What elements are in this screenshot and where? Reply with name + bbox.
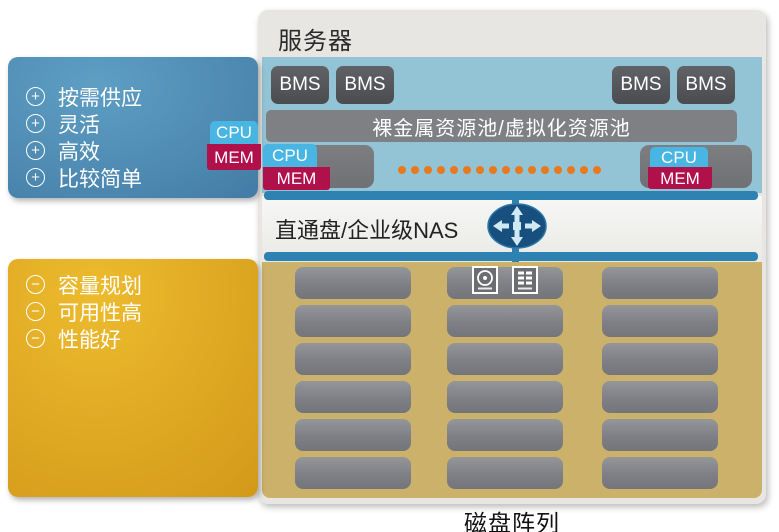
ellipsis-dots: [398, 166, 601, 174]
dot: [489, 166, 497, 174]
cons-item-label: 性能好: [58, 328, 121, 352]
dot: [437, 166, 445, 174]
server-panel: 服务器 BMS BMS BMS BMS 裸金属资源池/虚拟化资源池 直通盘/企业…: [258, 10, 766, 504]
data-table-icon: [512, 266, 538, 294]
disk-drive: [295, 305, 411, 337]
dot: [476, 166, 484, 174]
minus-circle-icon: −: [26, 329, 45, 348]
plus-circle-icon: +: [26, 168, 45, 187]
disk-drive: [447, 305, 563, 337]
dot: [398, 166, 406, 174]
nas-label: 直通盘/企业级NAS: [275, 218, 459, 243]
dot: [541, 166, 549, 174]
pros-item: + 灵活: [26, 110, 258, 137]
bms-row: BMS BMS BMS BMS: [271, 66, 735, 104]
cons-item-label: 可用性高: [58, 301, 142, 325]
dot: [567, 166, 575, 174]
plus-circle-icon: +: [26, 87, 45, 106]
disk-drive: [602, 381, 718, 413]
bms-node: BMS: [336, 66, 394, 104]
cons-item-label: 容量规划: [58, 274, 142, 298]
bms-node: BMS: [612, 66, 670, 104]
disk-column: [447, 267, 563, 489]
optical-disk-icon: [472, 266, 498, 294]
dot: [580, 166, 588, 174]
right-node-chip-stack: CPU MEM: [648, 147, 712, 189]
minus-circle-icon: −: [26, 302, 45, 321]
cons-panel: − 容量规划 − 可用性高 − 性能好: [8, 259, 258, 497]
disk-column: [295, 267, 411, 489]
dot: [424, 166, 432, 174]
disk-drive: [602, 343, 718, 375]
dot: [515, 166, 523, 174]
cpu-chip: CPU: [650, 147, 708, 167]
disk-drive: [295, 419, 411, 451]
dot: [528, 166, 536, 174]
disk-drive: [602, 305, 718, 337]
server-title: 服务器: [278, 28, 353, 55]
bms-group-left: BMS BMS: [271, 66, 394, 104]
disk-drive: [602, 457, 718, 489]
cons-item: − 性能好: [26, 325, 258, 352]
disk-drive: [295, 381, 411, 413]
network-bar-bottom: [264, 252, 758, 261]
router-icon: [486, 202, 548, 250]
disk-array-area: [262, 262, 762, 498]
disk-drive: [447, 457, 563, 489]
plus-circle-icon: +: [26, 114, 45, 133]
disk-drive: [447, 419, 563, 451]
disk-drive: [602, 419, 718, 451]
disk-drive: [447, 267, 563, 299]
disk-drive: [295, 267, 411, 299]
plus-circle-icon: +: [26, 141, 45, 160]
cons-item: − 容量规划: [26, 271, 258, 298]
cpu-chip: CPU: [210, 121, 258, 144]
dot: [411, 166, 419, 174]
disk-feature-icons: [472, 266, 538, 294]
pros-item-label: 按需供应: [58, 86, 142, 110]
bms-node: BMS: [677, 66, 735, 104]
mem-chip: MEM: [263, 167, 330, 190]
left-node-chip-stack: CPU MEM: [263, 144, 330, 190]
dot: [554, 166, 562, 174]
pros-item-label: 高效: [58, 140, 100, 164]
mem-chip: MEM: [207, 144, 261, 170]
pros-item: + 高效: [26, 137, 258, 164]
network-bar-top: [264, 191, 758, 200]
cpu-chip: CPU: [263, 144, 317, 167]
disk-drive: [295, 457, 411, 489]
cons-item: − 可用性高: [26, 298, 258, 325]
dot: [450, 166, 458, 174]
floating-chip-stack: CPU MEM: [207, 121, 261, 170]
pros-item: + 按需供应: [26, 83, 258, 110]
disk-drive: [602, 267, 718, 299]
pros-item-label: 比较简单: [58, 167, 142, 191]
mem-chip: MEM: [648, 167, 712, 189]
minus-circle-icon: −: [26, 275, 45, 294]
disk-column: [602, 267, 718, 489]
bms-group-right: BMS BMS: [612, 66, 735, 104]
disk-drive: [447, 343, 563, 375]
pros-item-label: 灵活: [58, 113, 100, 137]
dot: [463, 166, 471, 174]
dot: [502, 166, 510, 174]
disk-drive: [295, 343, 411, 375]
disk-drive: [447, 381, 563, 413]
pros-item: + 比较简单: [26, 164, 258, 191]
disk-array-label: 磁盘阵列: [464, 510, 560, 532]
compute-pool-area: BMS BMS BMS BMS 裸金属资源池/虚拟化资源池: [262, 57, 762, 193]
dot: [593, 166, 601, 174]
bms-node: BMS: [271, 66, 329, 104]
resource-pool-bar: 裸金属资源池/虚拟化资源池: [266, 110, 737, 142]
